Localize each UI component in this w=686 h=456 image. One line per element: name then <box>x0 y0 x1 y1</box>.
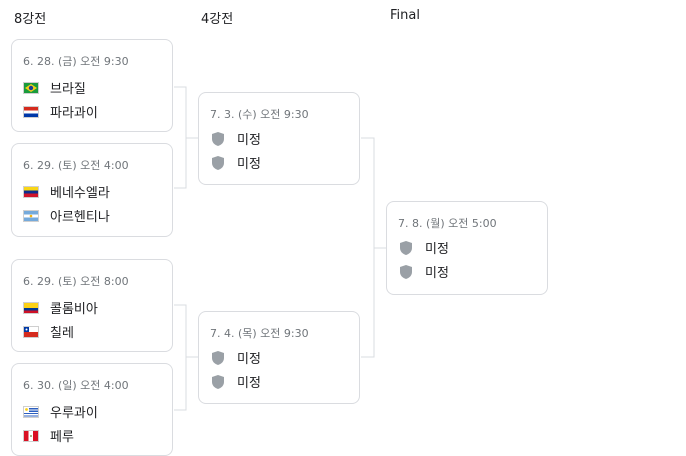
placeholder-shield-icon <box>212 374 224 389</box>
team-row: 미정 <box>210 129 261 148</box>
team-row: 미정 <box>398 238 449 257</box>
match-time: 7. 3. (수) 오전 9:30 <box>210 108 309 121</box>
team-row: 콜롬비아 <box>23 298 98 317</box>
team-row: 베네수엘라 <box>23 182 110 201</box>
match-time: 6. 29. (토) 오전 8:00 <box>23 275 129 288</box>
team-row: 아르헨티나 <box>23 206 110 225</box>
team-name: 브라질 <box>50 82 86 97</box>
team-row: 페루 <box>23 426 74 445</box>
team-name: 미정 <box>237 376 261 391</box>
match-card-qf3[interactable]: 6. 29. (토) 오전 8:00 콜롬비아 칠레 <box>11 259 173 352</box>
team-row: 미정 <box>210 348 261 367</box>
match-card-final[interactable]: 7. 8. (월) 오전 5:00 미정 미정 <box>386 201 548 295</box>
placeholder-shield-icon <box>400 240 412 255</box>
placeholder-shield-icon <box>212 131 224 146</box>
team-name: 미정 <box>425 266 449 281</box>
team-name: 페루 <box>50 430 74 445</box>
round-title-semifinal: 4강전 <box>201 12 234 27</box>
team-name: 미정 <box>237 157 261 172</box>
team-name: 미정 <box>237 352 261 367</box>
match-card-qf2[interactable]: 6. 29. (토) 오전 4:00 베네수엘라 아르헨티나 <box>11 143 173 237</box>
placeholder-shield-icon <box>212 350 224 365</box>
uruguay-flag-icon <box>23 405 39 418</box>
match-time: 6. 29. (토) 오전 4:00 <box>23 159 129 172</box>
match-card-qf4[interactable]: 6. 30. (일) 오전 4:00 우루과이 페루 <box>11 363 173 456</box>
team-row: 우루과이 <box>23 402 98 421</box>
placeholder-shield-icon <box>212 155 224 170</box>
venezuela-flag-icon <box>23 185 39 198</box>
match-card-qf1[interactable]: 6. 28. (금) 오전 9:30 브라질 파라과이 <box>11 39 173 132</box>
match-time: 7. 8. (월) 오전 5:00 <box>398 217 497 230</box>
team-name: 콜롬비아 <box>50 302 98 317</box>
match-card-sf1[interactable]: 7. 3. (수) 오전 9:30 미정 미정 <box>198 92 360 185</box>
colombia-flag-icon <box>23 301 39 314</box>
team-row: 미정 <box>398 262 449 281</box>
team-row: 칠레 <box>23 322 74 341</box>
round-title-quarterfinal: 8강전 <box>14 12 47 27</box>
connector-qf1-qf2 <box>174 86 187 189</box>
placeholder-shield-icon <box>400 264 412 279</box>
team-row: 미정 <box>210 153 261 172</box>
match-time: 6. 30. (일) 오전 4:00 <box>23 379 129 392</box>
team-name: 베네수엘라 <box>50 186 110 201</box>
team-name: 아르헨티나 <box>50 210 110 225</box>
peru-flag-icon <box>23 429 39 442</box>
team-name: 미정 <box>425 242 449 257</box>
team-name: 파라과이 <box>50 106 98 121</box>
team-name: 우루과이 <box>50 406 98 421</box>
team-row: 파라과이 <box>23 102 98 121</box>
chile-flag-icon <box>23 325 39 338</box>
team-name: 미정 <box>237 133 261 148</box>
team-row: 브라질 <box>23 78 86 97</box>
connector-qf3-qf4 <box>174 304 187 411</box>
round-title-final: Final <box>390 8 420 23</box>
match-time: 6. 28. (금) 오전 9:30 <box>23 55 129 68</box>
team-row: 미정 <box>210 372 261 391</box>
match-card-sf2[interactable]: 7. 4. (목) 오전 9:30 미정 미정 <box>198 311 360 404</box>
connector-sf1-sf2 <box>361 137 375 358</box>
paraguay-flag-icon <box>23 105 39 118</box>
match-time: 7. 4. (목) 오전 9:30 <box>210 327 309 340</box>
brazil-flag-icon <box>23 81 39 94</box>
argentina-flag-icon <box>23 209 39 222</box>
team-name: 칠레 <box>50 326 74 341</box>
